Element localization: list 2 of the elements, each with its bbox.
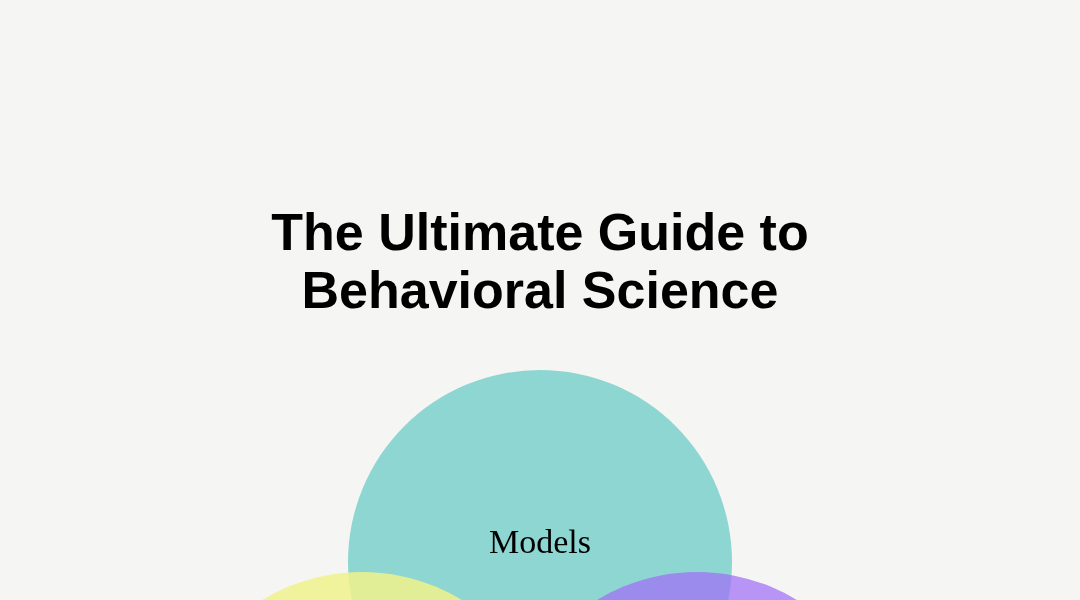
circle-label: Models bbox=[488, 522, 592, 562]
title: The Ultimate Guide to Behavioral Science bbox=[270, 203, 810, 319]
